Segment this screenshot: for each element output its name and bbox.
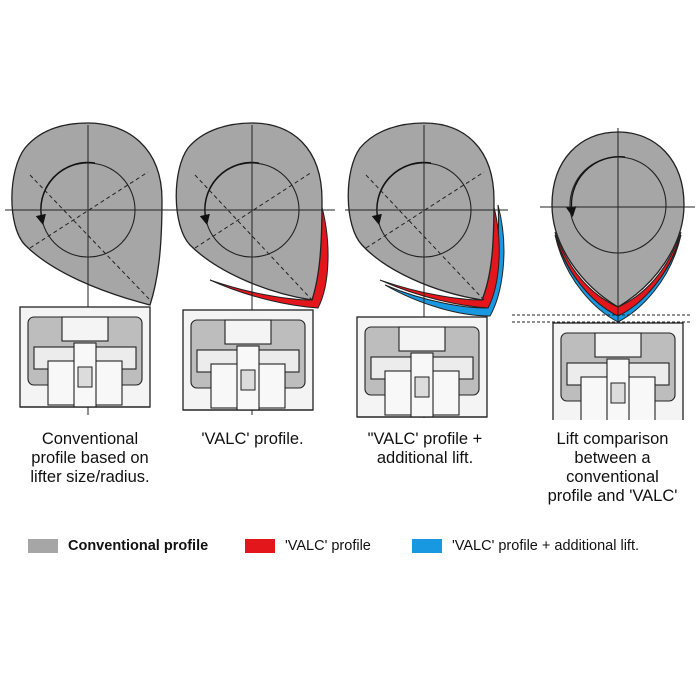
legend-swatch xyxy=(412,539,442,553)
panel-valc xyxy=(170,122,335,415)
valc-extension-red xyxy=(554,231,682,317)
rotation-arrow xyxy=(371,161,432,226)
panel-valc-additional xyxy=(345,122,508,418)
caption-valc: 'VALC' profile. xyxy=(201,430,304,448)
legend-item-valc: 'VALC' profile xyxy=(245,538,371,554)
cam-lobe-conventional xyxy=(175,122,323,301)
rotation-arrow xyxy=(199,161,260,226)
legend-label: 'VALC' profile + additional lift. xyxy=(452,538,640,554)
cam-profile-diagram xyxy=(5,122,695,420)
legend-swatch xyxy=(245,539,275,553)
legend-item-additional: 'VALC' profile + additional lift. xyxy=(412,538,639,554)
legend-item-conventional: Conventional profile xyxy=(28,538,208,554)
panel-lift-comparison xyxy=(512,128,695,420)
legend: Conventional profile 'VALC' profile 'VAL… xyxy=(0,538,700,562)
legend-label: Conventional profile xyxy=(68,538,209,554)
legend-label: 'VALC' profile xyxy=(285,538,371,554)
rotation-arrow xyxy=(566,156,626,218)
caption-lift-comparison: Lift comparison between a conventional p… xyxy=(547,430,678,505)
caption-conventional: Conventional profile based on lifter siz… xyxy=(30,430,150,486)
panel-conventional xyxy=(5,122,170,415)
cam-lobe-conventional xyxy=(347,122,495,301)
caption-valc-additional: "VALC' profile + additional lift. xyxy=(367,430,483,467)
rotation-arrow xyxy=(35,161,96,226)
cam-lobe-conventional xyxy=(11,122,163,306)
legend-swatch xyxy=(28,539,58,553)
